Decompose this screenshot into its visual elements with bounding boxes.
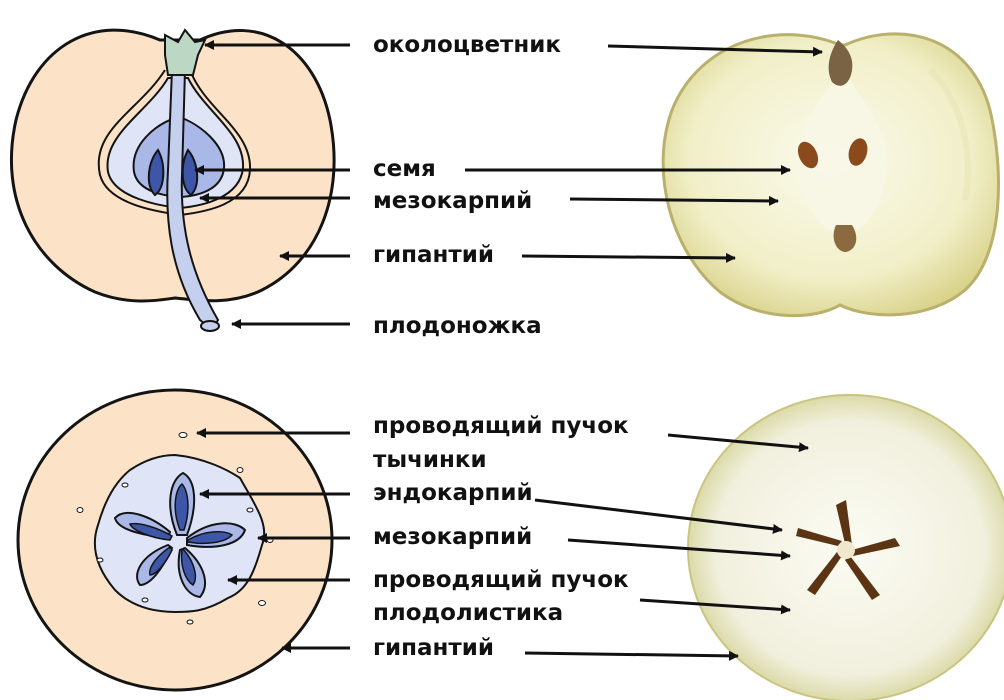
label-seed-top: семя bbox=[373, 156, 436, 182]
arrow-mesocarp-right bbox=[570, 199, 778, 201]
label-hypanthium-top: гипантий bbox=[373, 242, 494, 268]
labels: околоцветник семя мезокарпий гипантий пл… bbox=[373, 32, 629, 661]
arrow-hypanthium-right bbox=[522, 256, 735, 258]
longitudinal-section-drawing bbox=[11, 30, 334, 331]
label-stalk: плодоножка bbox=[373, 313, 542, 339]
label-stamen-bundle-line1: проводящий пучок bbox=[373, 413, 629, 439]
label-hypanthium-bottom: гипантий bbox=[373, 635, 494, 661]
stalk-tip bbox=[201, 321, 219, 331]
label-endocarp: эндокарпий bbox=[373, 480, 533, 506]
label-mesocarp-bottom: мезокарпий bbox=[373, 524, 532, 550]
label-stamen-bundle-line2: тычинки bbox=[373, 447, 487, 473]
label-mesocarp-top: мезокарпий bbox=[373, 188, 532, 214]
label-carpel-bundle-line2: плодолистика bbox=[373, 600, 563, 626]
arrow-hypanthium-bottom-right bbox=[525, 653, 738, 656]
cross-section-drawing bbox=[18, 390, 332, 690]
label-perianth: околоцветник bbox=[373, 32, 561, 58]
label-carpel-bundle-line1: проводящий пучок bbox=[373, 567, 629, 593]
apple-photo-longitudinal bbox=[663, 34, 998, 316]
